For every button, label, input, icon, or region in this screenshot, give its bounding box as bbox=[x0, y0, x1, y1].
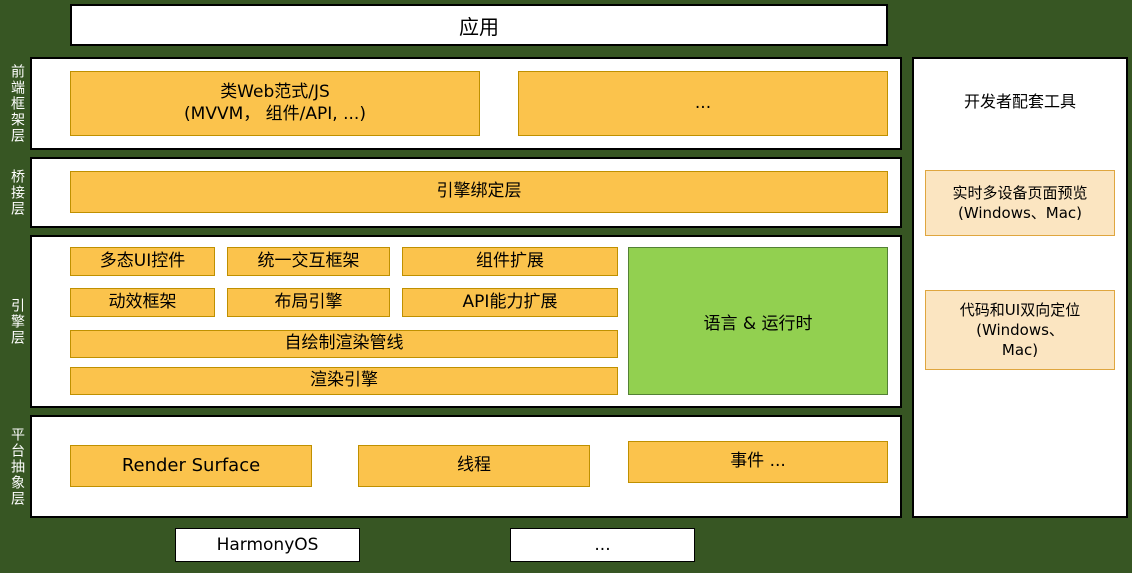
layer-label-bridge-text: 桥接层 bbox=[9, 168, 25, 217]
layer-label-frontend-text: 前端框架层 bbox=[9, 63, 25, 144]
layer-label-engine: 引擎层 bbox=[4, 235, 30, 408]
code-ui-locate-box: 代码和UI双向定位 (Windows、 Mac) bbox=[925, 290, 1115, 370]
render-surface-box: Render Surface bbox=[70, 445, 312, 487]
dev-tools-title: 开发者配套工具 bbox=[963, 92, 1076, 111]
app-label: 应用 bbox=[459, 14, 499, 39]
animation-framework-box: 动效框架 bbox=[70, 288, 215, 317]
multi-device-preview-box: 实时多设备页面预览 (Windows、Mac) bbox=[925, 170, 1115, 236]
bottom-more-box: ... bbox=[510, 528, 695, 562]
layer-label-platform-text: 平台抽象层 bbox=[9, 426, 25, 507]
language-runtime-box: 语言 & 运行时 bbox=[628, 247, 888, 395]
api-extension-box: API能力扩展 bbox=[402, 288, 618, 317]
app-box: 应用 bbox=[70, 4, 888, 46]
render-engine-box: 渲染引擎 bbox=[70, 367, 618, 395]
polymorphic-ui-box: 多态UI控件 bbox=[70, 247, 215, 276]
interaction-framework-box: 统一交互框架 bbox=[227, 247, 390, 276]
engine-binding-box: 引擎绑定层 bbox=[70, 171, 888, 213]
web-paradigm-box: 类Web范式/JS (MVVM， 组件/API, ...) bbox=[70, 71, 480, 136]
dev-tools-panel bbox=[912, 57, 1128, 518]
harmonyos-box: HarmonyOS bbox=[175, 528, 360, 562]
frontend-more-box: ... bbox=[518, 71, 888, 136]
layer-label-platform: 平台抽象层 bbox=[4, 415, 30, 518]
component-extension-box: 组件扩展 bbox=[402, 247, 618, 276]
layout-engine-box: 布局引擎 bbox=[227, 288, 390, 317]
event-box: 事件 ... bbox=[628, 441, 888, 483]
thread-box: 线程 bbox=[358, 445, 590, 487]
layer-label-frontend: 前端框架层 bbox=[4, 57, 30, 150]
layer-label-bridge: 桥接层 bbox=[4, 157, 30, 228]
layer-label-engine-text: 引擎层 bbox=[9, 297, 25, 346]
render-pipeline-box: 自绘制渲染管线 bbox=[70, 330, 618, 358]
